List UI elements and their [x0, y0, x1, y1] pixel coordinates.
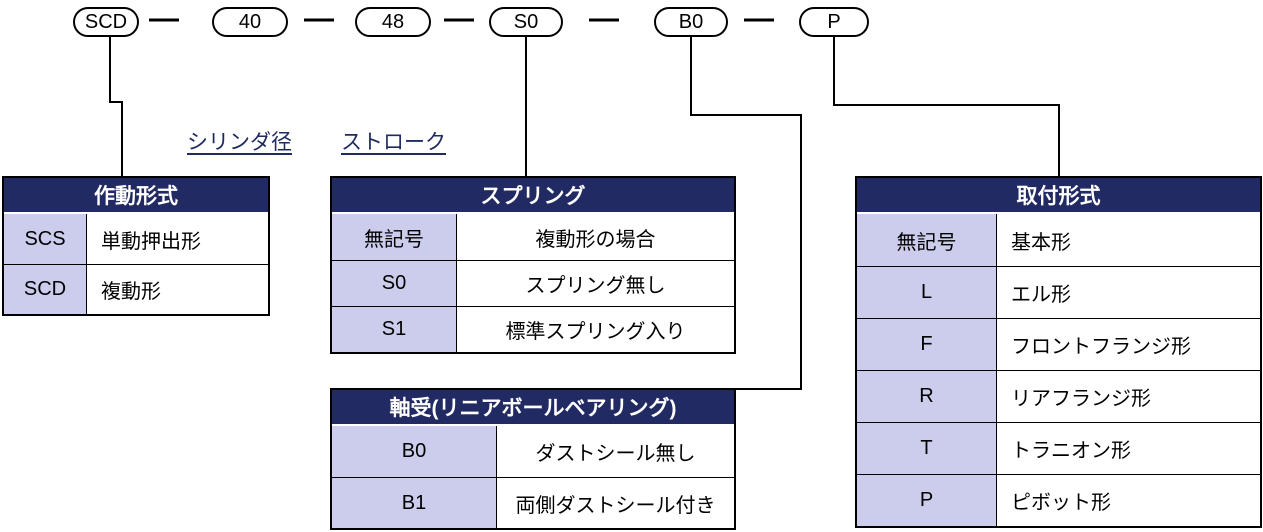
table-title: 軸受(リニアボールベアリング)	[332, 390, 734, 426]
table-row: 無記号 複動形の場合	[332, 214, 734, 260]
table-bearing: 軸受(リニアボールベアリング) B0 ダストシール無し B1 両側ダストシール付…	[330, 388, 736, 530]
table-title: スプリング	[332, 178, 734, 214]
table-title: 作動形式	[4, 178, 268, 214]
connector-line	[109, 37, 111, 103]
table-row: L エル形	[857, 266, 1260, 318]
desc-cell: 複動形の場合	[535, 228, 656, 251]
table-row: T トラニオン形	[857, 422, 1260, 474]
table-row: SCS 単動押出形	[4, 214, 268, 264]
table-row: 無記号 基本形	[857, 214, 1260, 266]
desc-cell: トラニオン形	[1011, 440, 1131, 462]
code-cell: R	[857, 371, 997, 422]
table-row: B0 ダストシール無し	[332, 426, 734, 477]
connector-line	[736, 388, 802, 390]
table-spring: スプリング 無記号 複動形の場合 S0 スプリング無し S1 標準スプリング入り	[330, 176, 736, 354]
code-cell: 無記号	[332, 214, 457, 260]
desc-cell: 両側ダストシール付き	[515, 494, 716, 517]
desc-cell: ダストシール無し	[535, 443, 696, 465]
label-cylinder-diameter: シリンダ径	[187, 131, 292, 154]
code-pill-bore: 40	[212, 7, 288, 37]
code-cell: S0	[332, 261, 457, 306]
connector-line	[525, 37, 527, 176]
code-cell: SCS	[4, 214, 87, 264]
desc-cell: エル形	[1011, 284, 1071, 306]
desc-cell: リアフランジ形	[1011, 388, 1151, 410]
connector-line	[833, 104, 1060, 106]
table-mounting-type: 取付形式 無記号 基本形 L エル形 F フロントフランジ形 R リアフランジ形…	[855, 176, 1262, 528]
desc-cell: ピボット形	[1011, 492, 1111, 514]
connector-line	[109, 101, 123, 103]
table-operation-type: 作動形式 SCS 単動押出形 SCD 複動形	[2, 176, 270, 316]
desc-cell: スプリング無し	[525, 275, 666, 297]
table-row: F フロントフランジ形	[857, 318, 1260, 370]
code-cell: F	[857, 319, 997, 370]
connector-line	[690, 114, 802, 116]
code-pill-stroke: 48	[355, 7, 431, 37]
desc-cell: 単動押出形	[101, 230, 201, 253]
code-separator: —	[149, 2, 179, 35]
connector-line	[800, 114, 802, 390]
code-cell: S1	[332, 307, 457, 352]
desc-cell: 複動形	[101, 281, 161, 303]
desc-cell: フロントフランジ形	[1011, 336, 1191, 358]
code-cell: L	[857, 267, 997, 318]
code-cell: 無記号	[857, 214, 997, 266]
code-separator: —	[444, 2, 474, 35]
desc-cell: 標準スプリング入り	[505, 321, 686, 343]
code-cell: P	[857, 475, 997, 526]
connector-line	[690, 37, 692, 116]
table-row: S0 スプリング無し	[332, 260, 734, 306]
code-separator: —	[744, 2, 774, 35]
table-row: R リアフランジ形	[857, 370, 1260, 422]
table-row: P ピボット形	[857, 474, 1260, 526]
table-row: SCD 複動形	[4, 264, 268, 314]
code-cell: B1	[332, 478, 497, 528]
code-cell: T	[857, 423, 997, 474]
code-pill-mounting: P	[799, 7, 869, 37]
code-separator: —	[304, 2, 334, 35]
table-row: B1 両側ダストシール付き	[332, 477, 734, 528]
label-stroke: ストローク	[341, 131, 446, 154]
connector-line	[833, 37, 835, 106]
code-pill-operation: SCD	[73, 7, 139, 37]
connector-line	[121, 101, 123, 176]
table-row: S1 標準スプリング入り	[332, 306, 734, 352]
code-pill-bearing: B0	[654, 7, 728, 37]
code-cell: SCD	[4, 265, 87, 314]
code-separator: —	[589, 2, 619, 35]
connector-line	[1058, 104, 1060, 176]
table-title: 取付形式	[857, 178, 1260, 214]
code-cell: B0	[332, 426, 497, 477]
code-pill-spring: S0	[489, 7, 563, 37]
desc-cell: 基本形	[1011, 231, 1071, 254]
